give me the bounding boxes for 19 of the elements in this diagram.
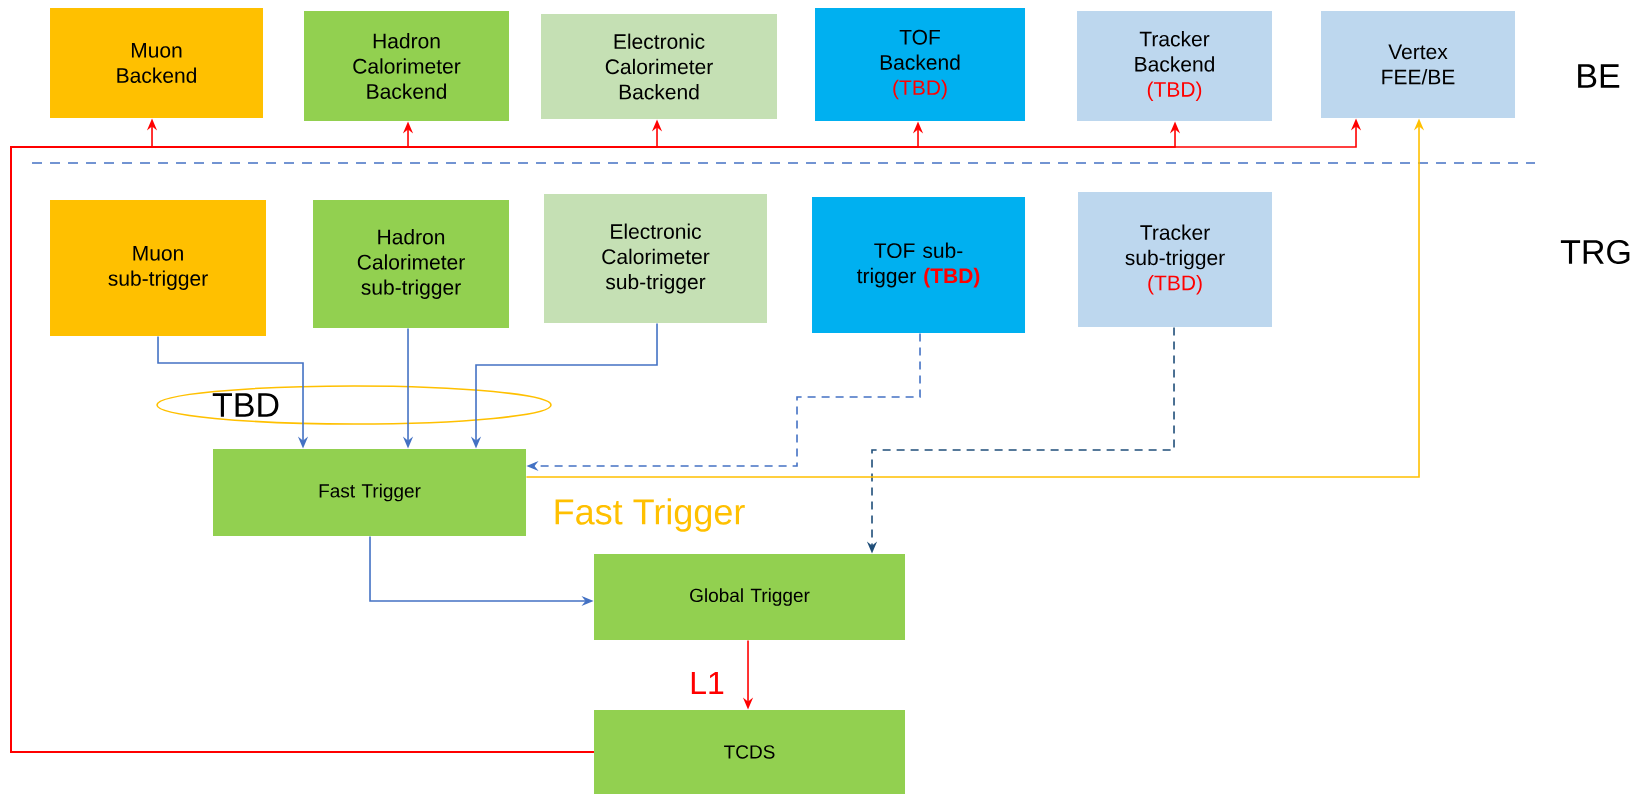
backend-box: TOF Backend (TBD) (815, 8, 1025, 121)
backend-box: Vertex FEE/BE (1321, 11, 1515, 118)
note-label: TBD (212, 393, 279, 417)
backend-box: Muon Backend (50, 8, 263, 118)
sub-trigger-box: Electronic Calorimeter sub-trigger (544, 194, 767, 323)
trigger-box: Global Trigger (594, 554, 905, 640)
edge-label: Fast Trigger (555, 498, 745, 532)
sub-trigger-box: Muon sub-trigger (50, 200, 266, 336)
sub-trigger-box: Tracker sub-trigger (TBD) (1078, 192, 1272, 327)
layer-label: BE (1578, 64, 1620, 88)
backend-box: Hadron Calorimeter Backend (304, 11, 509, 121)
sub-trigger-box: TOF sub-trigger (TBD) (812, 197, 1025, 333)
layer-label: TRG (1560, 239, 1630, 265)
trigger-box: TCDS (594, 710, 905, 794)
backend-box: Electronic Calorimeter Backend (541, 14, 777, 119)
sub-trigger-box: Hadron Calorimeter sub-trigger (313, 200, 509, 328)
edge-label: L1 (691, 672, 724, 694)
backend-box: Tracker Backend (TBD) (1077, 11, 1272, 121)
trigger-box: Fast Trigger (213, 449, 526, 536)
